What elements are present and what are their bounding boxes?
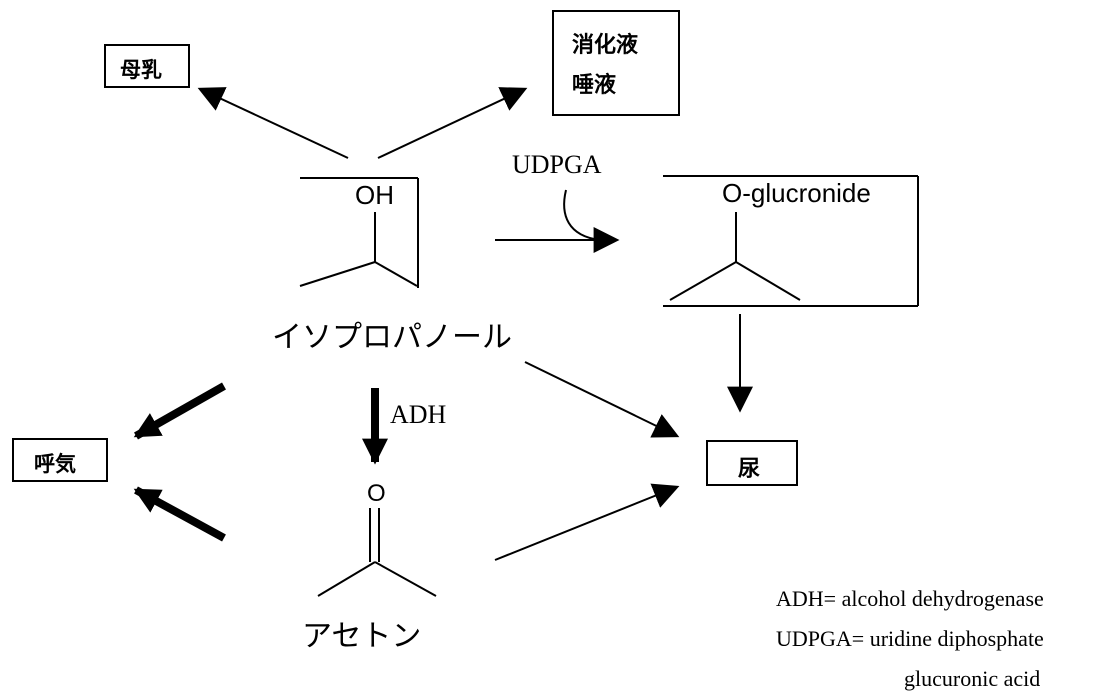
- breath-box: 呼気: [12, 438, 108, 482]
- udpga-cofactor-curve: [563, 189, 601, 241]
- breast-milk-label: 母乳: [120, 58, 162, 82]
- urine-box: 尿: [706, 440, 798, 486]
- arrow-to-breast-milk: [197, 87, 349, 159]
- udpga-label: UDPGA: [512, 150, 602, 179]
- acetone-o-label: O: [367, 480, 386, 507]
- isopropanol-structure: [299, 177, 419, 288]
- arrow-acetone-to-urine: [494, 483, 680, 561]
- glucuronide-structure: [663, 175, 919, 307]
- arrow-acetone-to-breath: [133, 486, 226, 542]
- digestive-juice-saliva-box: 消化液 唾液: [552, 10, 680, 116]
- arrow-to-digestive-juice: [377, 87, 528, 159]
- legend-adh: ADH= alcohol dehydrogenase: [776, 586, 1044, 611]
- glucuronide-group-label: O-glucronide: [722, 178, 871, 208]
- saliva-label: 唾液: [572, 73, 617, 98]
- breast-milk-box: 母乳: [104, 44, 190, 88]
- arrow-isopropanol-to-urine: [524, 361, 680, 438]
- adh-label: ADH: [390, 400, 447, 429]
- digestive-juice-label: 消化液: [572, 33, 639, 58]
- arrow-isopropanol-to-breath: [133, 382, 226, 440]
- acetone-name: アセトン: [302, 619, 422, 654]
- acetone-structure: [317, 508, 437, 597]
- isopropanol-name: イソプロパノール: [272, 320, 512, 355]
- urine-label: 尿: [738, 457, 761, 482]
- legend-udpga-cont: glucuronic acid: [904, 666, 1041, 691]
- legend-udpga: UDPGA= uridine diphosphate: [776, 626, 1044, 651]
- isopropanol-oh-label: OH: [355, 180, 394, 210]
- breath-label: 呼気: [34, 452, 76, 476]
